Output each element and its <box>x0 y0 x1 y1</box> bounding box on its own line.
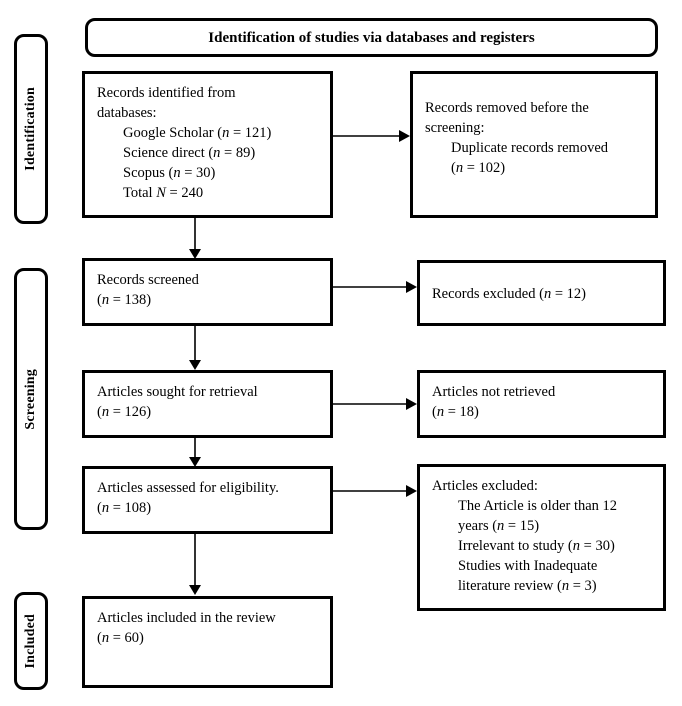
box-records-removed: Records removed before the screening: Du… <box>410 71 658 218</box>
arrow-screened-to-sought <box>186 326 204 371</box>
italic-N: N <box>156 185 166 201</box>
text: = 121) <box>229 125 272 141</box>
italic-n: n <box>543 286 552 302</box>
text: Records excluded ( <box>432 286 544 302</box>
articles-excluded-label: Articles excluded: <box>432 478 538 494</box>
text: Irrelevant to study ( <box>458 538 573 554</box>
text: = 18) <box>444 404 479 420</box>
articles-excluded-older-line-1: The Article is older than 12 <box>458 498 618 514</box>
records-excluded-count: Records excluded (n = 12) <box>432 284 653 304</box>
text: = 3) <box>569 578 597 594</box>
articles-excluded-irrelevant: Irrelevant to study (n = 30) <box>432 536 653 556</box>
stage-label-identification: Identification <box>23 87 38 171</box>
box-articles-sought: Articles sought for retrieval (n = 126) <box>82 370 333 438</box>
articles-assessed-count: (n = 108) <box>97 498 320 518</box>
records-identified-science-direct: Science direct (n = 89) <box>97 143 320 163</box>
articles-excluded-inadequate-line-2: literature review (n = 3) <box>432 576 653 596</box>
records-identified-total: Total N = 240 <box>97 183 320 203</box>
articles-included-label: Articles included in the review <box>97 610 276 626</box>
arrow-screened-to-excluded <box>333 278 418 296</box>
text: ( <box>97 630 102 646</box>
records-identified-line-1: Records identified from <box>97 85 236 101</box>
text: = 30) <box>180 165 216 181</box>
italic-n: n <box>173 165 181 181</box>
stage-label-screening: Screening <box>23 368 38 430</box>
italic-n: n <box>572 538 581 554</box>
stage-band-identification: Identification <box>14 34 48 224</box>
italic-n: n <box>101 500 110 516</box>
italic-n: n <box>101 292 110 308</box>
stage-label-included: Included <box>23 613 38 669</box>
italic-n: n <box>561 578 570 594</box>
arrow-identified-to-screened <box>186 218 204 260</box>
records-removed-line-2: screening: <box>425 120 485 136</box>
italic-n: n <box>455 160 464 176</box>
articles-assessed-label: Articles assessed for eligibility. <box>97 480 279 496</box>
text: = 138) <box>109 292 152 308</box>
records-removed-duplicates: Duplicate records removed <box>451 140 609 156</box>
stage-band-screening: Screening <box>14 268 48 530</box>
text: ( <box>97 292 102 308</box>
text: = 60) <box>109 630 144 646</box>
text: Total <box>123 185 157 201</box>
arrow-assessed-to-excluded <box>333 482 418 500</box>
box-records-excluded: Records excluded (n = 12) <box>417 260 666 326</box>
text: years ( <box>458 518 498 534</box>
text: = 126) <box>109 404 152 420</box>
records-removed-count: (n = 102) <box>425 158 645 178</box>
text: ( <box>97 500 102 516</box>
diagram-title-banner: Identification of studies via databases … <box>85 18 658 57</box>
records-identified-line-2: databases: <box>97 105 157 121</box>
arrow-assessed-to-included <box>186 534 204 596</box>
box-records-identified: Records identified from databases: Googl… <box>82 71 333 218</box>
arrow-identified-to-removed <box>333 127 411 145</box>
text: literature review ( <box>458 578 562 594</box>
text: = 102) <box>463 160 506 176</box>
articles-not-retrieved-label: Articles not retrieved <box>432 384 556 400</box>
text: ( <box>432 404 437 420</box>
text: ( <box>97 404 102 420</box>
articles-sought-count: (n = 126) <box>97 402 320 422</box>
records-screened-count: (n = 138) <box>97 290 320 310</box>
italic-n: n <box>222 125 230 141</box>
arrow-sought-to-not-retrieved <box>333 395 418 413</box>
articles-not-retrieved-count: (n = 18) <box>432 402 653 422</box>
text: ( <box>451 160 456 176</box>
diagram-title: Identification of studies via databases … <box>208 29 535 46</box>
box-articles-excluded: Articles excluded: The Article is older … <box>417 464 666 611</box>
box-records-screened: Records screened (n = 138) <box>82 258 333 326</box>
text: = 15) <box>504 518 540 534</box>
italic-n: n <box>101 630 110 646</box>
box-articles-assessed: Articles assessed for eligibility. (n = … <box>82 466 333 534</box>
articles-included-count: (n = 60) <box>97 628 320 648</box>
arrow-sought-to-assessed <box>186 438 204 468</box>
records-identified-scopus: Scopus (n = 30) <box>97 163 320 183</box>
text: = 30) <box>580 538 615 554</box>
box-articles-not-retrieved: Articles not retrieved (n = 18) <box>417 370 666 438</box>
text: Scopus ( <box>123 165 174 181</box>
articles-sought-label: Articles sought for retrieval <box>97 384 258 400</box>
italic-n: n <box>213 145 221 161</box>
records-removed-line-1: Records removed before the <box>425 100 589 116</box>
italic-n: n <box>497 518 505 534</box>
text: = 108) <box>109 500 152 516</box>
stage-band-included: Included <box>14 592 48 690</box>
articles-excluded-inadequate-line-1: Studies with Inadequate <box>458 558 598 574</box>
italic-n: n <box>436 404 445 420</box>
text: = 12) <box>551 286 586 302</box>
text: Google Scholar ( <box>123 125 223 141</box>
text: Science direct ( <box>123 145 214 161</box>
articles-excluded-older-line-2: years (n = 15) <box>432 516 653 536</box>
italic-n: n <box>101 404 110 420</box>
box-articles-included: Articles included in the review (n = 60) <box>82 596 333 688</box>
records-identified-google-scholar: Google Scholar (n = 121) <box>97 123 320 143</box>
records-screened-label: Records screened <box>97 272 199 288</box>
text: = 240 <box>165 185 204 201</box>
text: = 89) <box>220 145 256 161</box>
